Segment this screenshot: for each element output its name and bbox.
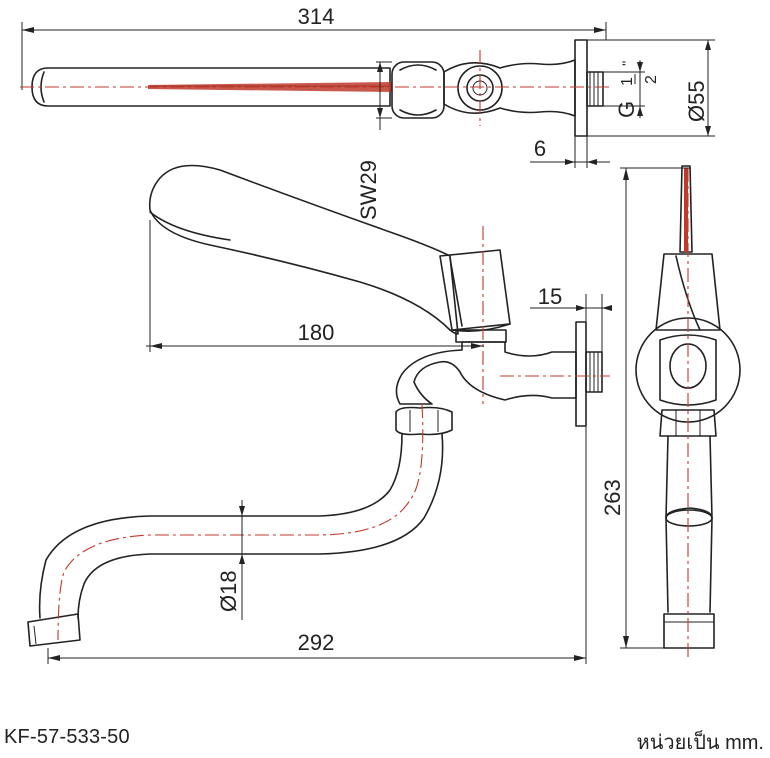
product-code: KF-57-533-50 (4, 726, 130, 748)
dim-spout-diameter: Ø18 (216, 570, 241, 612)
dim-thread-inch: '' (619, 61, 635, 66)
dim-flange-thickness: 6 (534, 136, 546, 161)
dim-total-height: 263 (600, 479, 625, 516)
dim-thread-g: G (614, 101, 639, 118)
dim-wrench-size: SW29 (356, 160, 381, 220)
dim-handle-length: 180 (298, 320, 335, 345)
top-view: 314 SW29 G (20, 4, 715, 220)
dim-inlet-length: 15 (538, 284, 562, 309)
front-view: 180 15 Ø18 292 (27, 164, 612, 664)
dim-spout-reach: 292 (298, 630, 335, 655)
unit-note: หน่วยเป็น mm. (636, 732, 764, 754)
dim-thread-num: 1 (619, 77, 636, 86)
dim-overall-length: 314 (298, 4, 335, 29)
side-view: 263 (600, 165, 741, 660)
dim-thread-den: 2 (643, 75, 660, 84)
dim-flange-diameter: Ø55 (684, 80, 709, 122)
